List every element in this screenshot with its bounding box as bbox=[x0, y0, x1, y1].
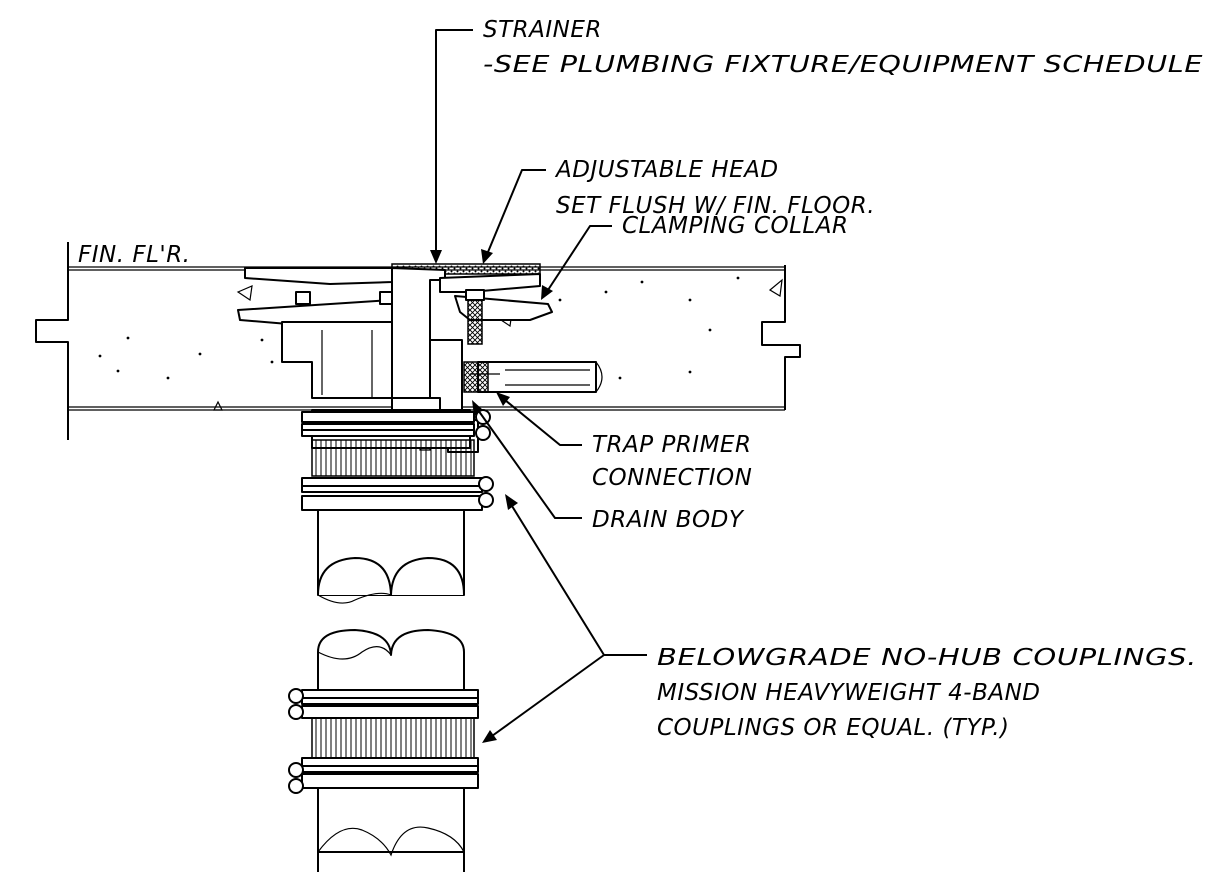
leader-trap-primer bbox=[496, 392, 582, 446]
couplings-note-2: COUPLINGS OR EQUAL. (TYP.) bbox=[657, 715, 1010, 741]
trap-primer-label: TRAP PRIMER bbox=[592, 432, 751, 458]
strainer-label: STRAINER bbox=[483, 17, 602, 43]
lower-no-hub-coupling bbox=[288, 629, 479, 872]
couplings-label: BELOWGRADE NO-HUB COUPLINGS. bbox=[657, 645, 1197, 671]
fin-floor-label: FIN. FL'R. bbox=[78, 242, 191, 268]
clamping-collar-label: CLAMPING COLLAR bbox=[622, 213, 848, 239]
leader-clamping-collar bbox=[541, 225, 612, 300]
leader-strainer bbox=[430, 29, 473, 264]
leader-drain-body bbox=[472, 400, 582, 519]
trap-primer-note: CONNECTION bbox=[592, 465, 752, 491]
adjustable-head-note: SET FLUSH W/ FIN. FLOOR. bbox=[556, 193, 875, 219]
drain-body-label: DRAIN BODY bbox=[592, 507, 745, 533]
leader-adjustable-head bbox=[481, 169, 546, 264]
couplings-note-1: MISSION HEAVYWEIGHT 4-BAND bbox=[657, 680, 1041, 706]
strainer-note: -SEE PLUMBING FIXTURE/EQUIPMENT SCHEDULE bbox=[483, 52, 1203, 78]
adjustable-head-label: ADJUSTABLE HEAD bbox=[554, 157, 779, 183]
upper-no-hub-coupling bbox=[301, 409, 494, 604]
leader-couplings bbox=[482, 494, 647, 743]
